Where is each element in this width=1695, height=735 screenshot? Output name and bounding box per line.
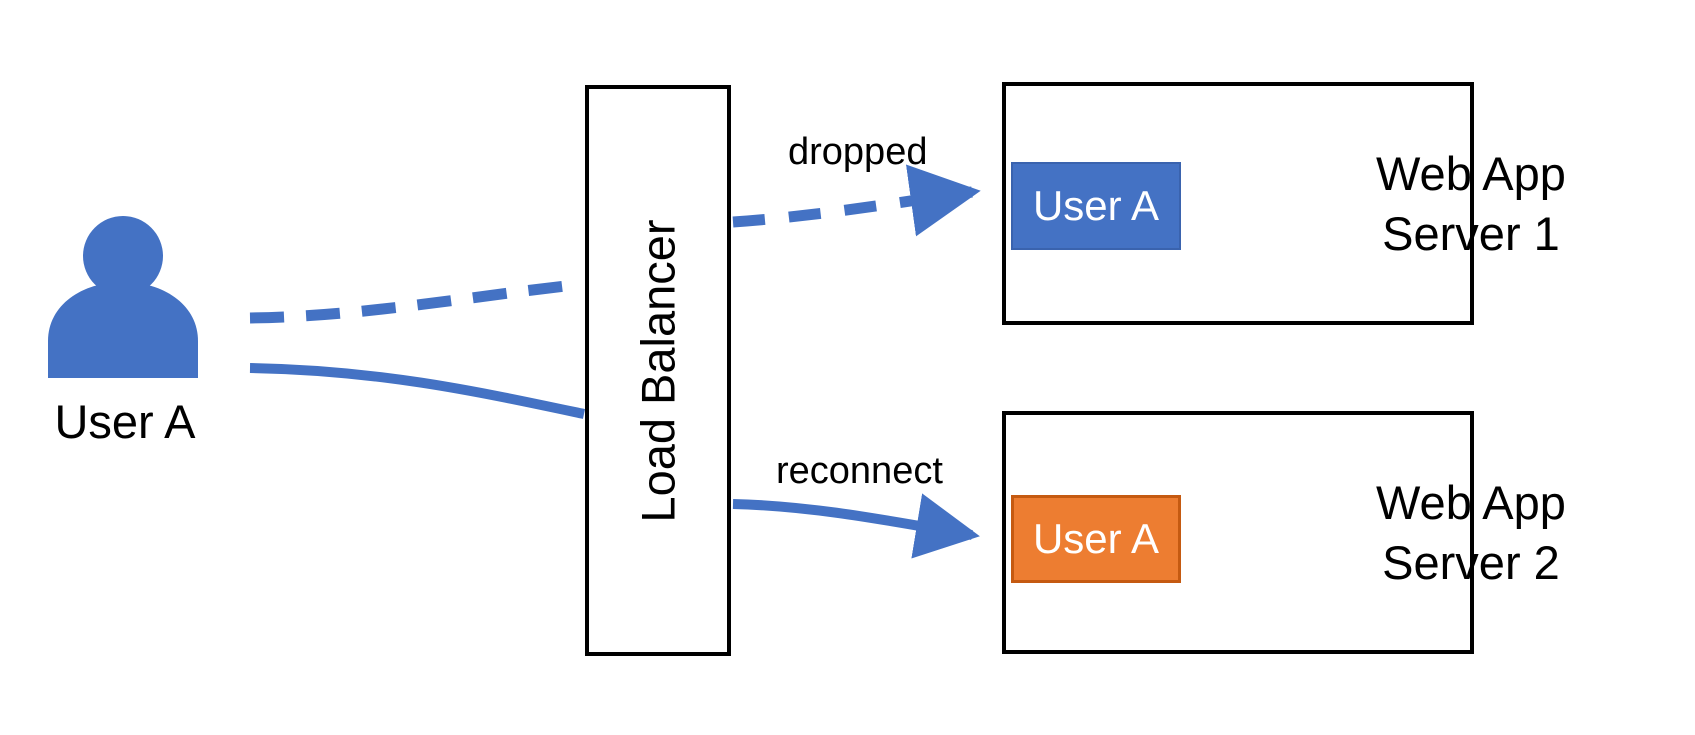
user-person-icon-head xyxy=(83,216,163,296)
connector-lb-to-server2-solid xyxy=(732,493,980,559)
web-app-server-2-title: Web App Server 2 xyxy=(1311,472,1631,592)
connector-user-to-lb-dashed xyxy=(249,278,585,324)
edge-label-dropped: dropped xyxy=(788,131,928,173)
load-balancer-label: Load Balancer xyxy=(631,218,685,523)
session-chip-server-2-label: User A xyxy=(1032,515,1160,562)
web-app-server-2-title-line1: Web App xyxy=(1376,475,1566,529)
session-chip-server-1[interactable]: User A xyxy=(1011,162,1181,250)
user-person-icon-body xyxy=(48,282,198,378)
web-app-server-2-title-line2: Server 2 xyxy=(1382,535,1560,589)
web-app-server-1-box[interactable]: User A Web App Server 1 xyxy=(1002,82,1566,325)
load-balancer-box[interactable]: Load Balancer xyxy=(585,85,731,656)
connector-lb-to-server1-dashed xyxy=(732,164,981,237)
connector-user-to-lb-solid xyxy=(249,363,586,419)
user-label: User A xyxy=(54,395,196,448)
session-chip-server-2[interactable]: User A xyxy=(1011,495,1181,583)
web-app-server-1-title: Web App Server 1 xyxy=(1311,143,1631,263)
web-app-server-1-title-line2: Server 1 xyxy=(1382,206,1560,260)
session-chip-server-1-label: User A xyxy=(1032,182,1160,229)
edge-label-reconnect: reconnect xyxy=(776,450,943,492)
web-app-server-2-box[interactable]: User A Web App Server 2 xyxy=(1002,411,1566,654)
web-app-server-1-title-line1: Web App xyxy=(1376,146,1566,200)
